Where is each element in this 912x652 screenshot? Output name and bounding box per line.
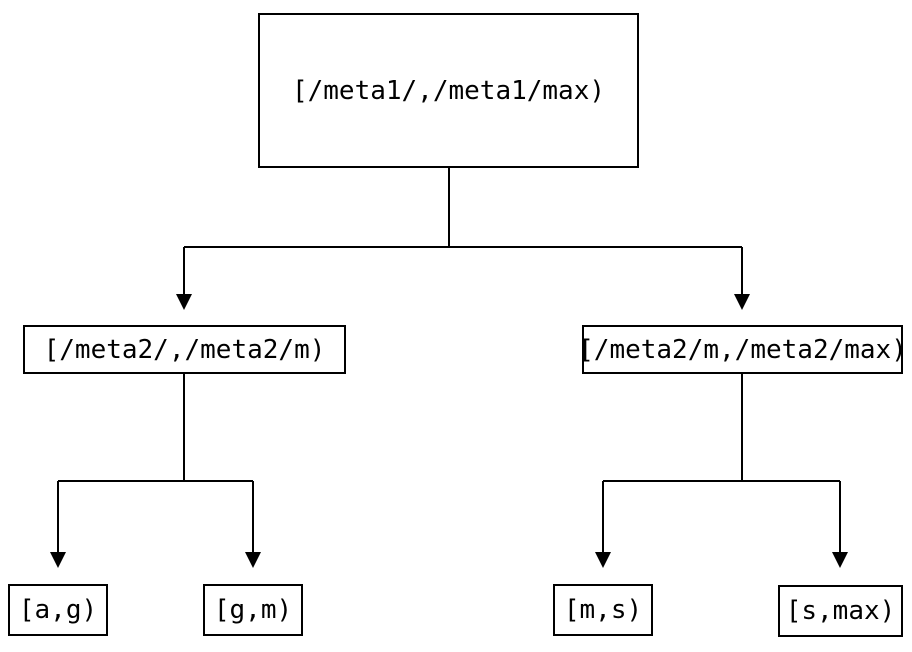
tree-leaf-ag: [a,g) bbox=[8, 584, 108, 636]
tree-leaf-ms: [m,s) bbox=[553, 584, 653, 636]
tree-node-meta2-right: [/meta2/m,/meta2/max) bbox=[578, 325, 907, 374]
tree-node-root-label: [/meta1/,/meta1/max) bbox=[291, 75, 606, 106]
tree-leaf-ag-label: [a,g) bbox=[18, 595, 98, 625]
tree-node-meta2-right-label: [/meta2/m,/meta2/max) bbox=[578, 334, 907, 365]
tree-leaf-ms-label: [m,s) bbox=[563, 595, 643, 625]
arrowhead-left-child bbox=[176, 294, 192, 310]
arrowhead-leaf-smax bbox=[832, 552, 848, 568]
tree-node-root: [/meta1/,/meta1/max) bbox=[258, 13, 639, 168]
arrowhead-right-child bbox=[734, 294, 750, 310]
tree-leaf-smax-label: [s,max) bbox=[785, 596, 896, 626]
tree-leaf-smax: [s,max) bbox=[778, 585, 903, 637]
tree-node-meta2-left-label: [/meta2/,/meta2/m) bbox=[43, 334, 326, 365]
tree-node-meta2-left: [/meta2/,/meta2/m) bbox=[23, 325, 346, 374]
arrowhead-leaf-ms bbox=[595, 552, 611, 568]
arrowhead-leaf-gm bbox=[245, 552, 261, 568]
tree-leaf-gm-label: [g,m) bbox=[213, 595, 293, 625]
tree-leaf-gm: [g,m) bbox=[203, 584, 303, 636]
arrowhead-leaf-ag bbox=[50, 552, 66, 568]
